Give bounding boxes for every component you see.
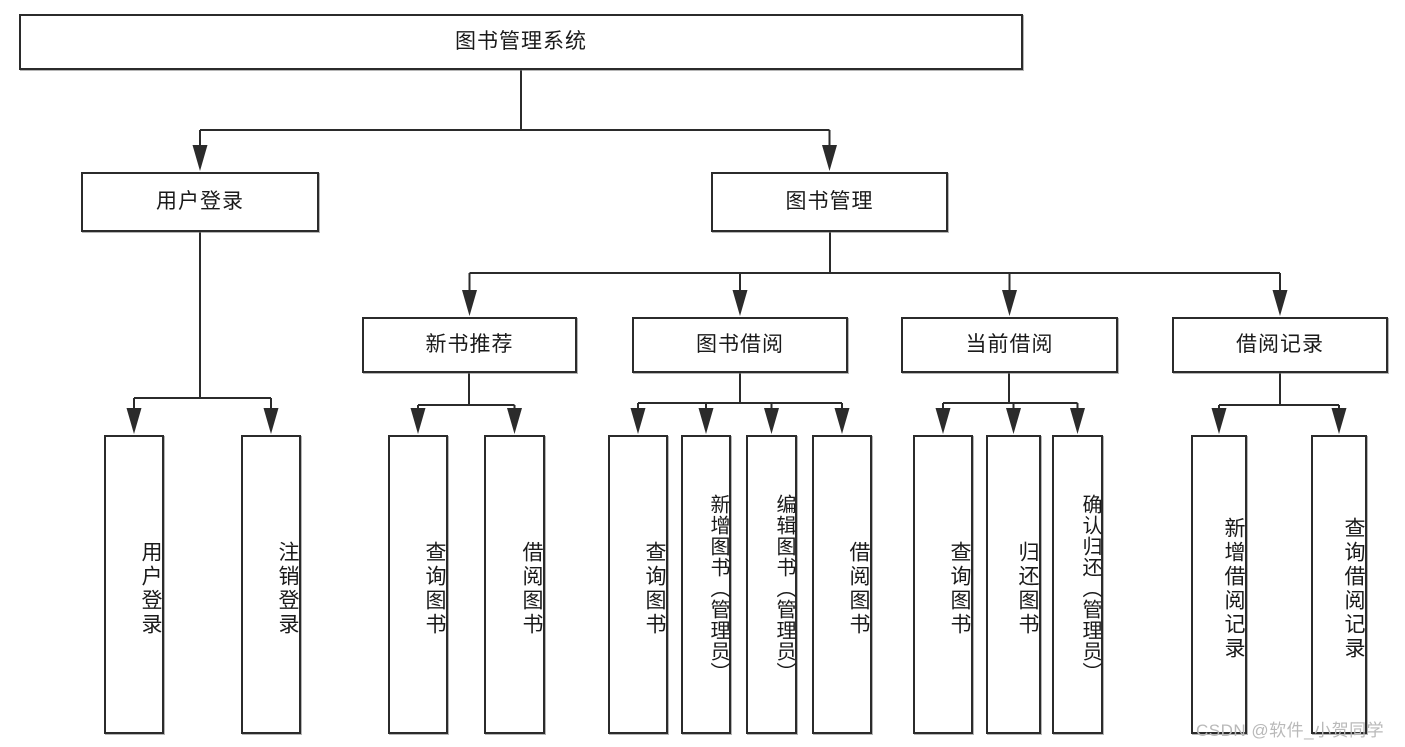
c-borrow-split-arrowhead-leaf-borrow-book-2 bbox=[834, 408, 850, 434]
node-label: 编辑图书（管理员） bbox=[773, 494, 795, 683]
node-leaf-borrow-book-1[interactable]: 借阅图书 bbox=[484, 435, 545, 734]
c-login-split-arrowhead-leaf-user-login bbox=[126, 408, 142, 434]
node-label: 查询图书 bbox=[423, 540, 446, 637]
node-label: 查询图书 bbox=[643, 540, 666, 637]
node-label: 借阅图书 bbox=[520, 540, 543, 637]
node-label: 归还图书 bbox=[1016, 540, 1039, 637]
node-label: 借阅图书 bbox=[847, 540, 870, 637]
node-leaf-add-book[interactable]: 新增图书（管理员） bbox=[681, 435, 731, 734]
c-rec-split-arrowhead-leaf-borrow-book-1 bbox=[507, 408, 522, 434]
node-label: 图书管理 bbox=[785, 190, 874, 214]
c-borrow-split-arrowhead-leaf-add-book bbox=[698, 408, 714, 434]
node-leaf-edit-book[interactable]: 编辑图书（管理员） bbox=[746, 435, 797, 734]
node-label: 新增借阅记录 bbox=[1222, 516, 1245, 661]
node-leaf-query-record[interactable]: 查询借阅记录 bbox=[1311, 435, 1367, 734]
c-manage-split-arrowhead-borrow-record bbox=[1272, 290, 1288, 316]
node-label: 确认归还（管理员） bbox=[1079, 494, 1101, 683]
c-record-split-arrowhead-leaf-query-record bbox=[1331, 408, 1347, 434]
node-borrow-record[interactable]: 借阅记录 bbox=[1172, 317, 1388, 373]
node-root[interactable]: 图书管理系统 bbox=[19, 14, 1023, 70]
node-book-manage[interactable]: 图书管理 bbox=[711, 172, 948, 232]
node-label: 用户登录 bbox=[139, 540, 162, 637]
node-label: 注销登录 bbox=[276, 540, 299, 637]
c-current-split-arrowhead-leaf-query-book-3 bbox=[935, 408, 951, 434]
node-book-borrow[interactable]: 图书借阅 bbox=[632, 317, 848, 373]
node-new-book-rec[interactable]: 新书推荐 bbox=[362, 317, 577, 373]
node-leaf-return-book[interactable]: 归还图书 bbox=[986, 435, 1041, 734]
node-label: 借阅记录 bbox=[1236, 333, 1324, 357]
node-leaf-query-book-3[interactable]: 查询图书 bbox=[913, 435, 973, 734]
node-leaf-logout[interactable]: 注销登录 bbox=[241, 435, 301, 734]
c-current-split-arrowhead-leaf-return-book bbox=[1006, 408, 1021, 434]
node-label: 查询图书 bbox=[948, 540, 971, 637]
node-label: 查询借阅记录 bbox=[1342, 516, 1365, 661]
c-manage-split-arrowhead-new-book-rec bbox=[462, 290, 477, 316]
c-root-split-arrowhead-book-manage bbox=[822, 145, 837, 171]
c-manage-split-arrowhead-book-borrow bbox=[732, 290, 748, 316]
node-leaf-confirm-return[interactable]: 确认归还（管理员） bbox=[1052, 435, 1103, 734]
node-current-borrow[interactable]: 当前借阅 bbox=[901, 317, 1118, 373]
c-rec-split-arrowhead-leaf-query-book-1 bbox=[410, 408, 426, 434]
c-borrow-split-arrowhead-leaf-edit-book bbox=[764, 408, 779, 434]
node-leaf-query-book-2[interactable]: 查询图书 bbox=[608, 435, 668, 734]
node-label: 图书借阅 bbox=[696, 333, 784, 357]
node-label: 图书管理系统 bbox=[455, 30, 587, 54]
node-user-login[interactable]: 用户登录 bbox=[81, 172, 319, 232]
c-record-split-arrowhead-leaf-add-record bbox=[1211, 408, 1227, 434]
node-leaf-add-record[interactable]: 新增借阅记录 bbox=[1191, 435, 1247, 734]
node-label: 当前借阅 bbox=[965, 333, 1054, 357]
c-current-split-arrowhead-leaf-confirm-return bbox=[1070, 408, 1085, 434]
c-login-split-arrowhead-leaf-logout bbox=[263, 408, 279, 434]
node-leaf-borrow-book-2[interactable]: 借阅图书 bbox=[812, 435, 872, 734]
node-label: 新书推荐 bbox=[425, 333, 514, 357]
node-label: 新增图书（管理员） bbox=[707, 494, 729, 683]
c-borrow-split-arrowhead-leaf-query-book-2 bbox=[630, 408, 646, 434]
node-label: 用户登录 bbox=[156, 190, 244, 214]
node-leaf-query-book-1[interactable]: 查询图书 bbox=[388, 435, 448, 734]
csdn-watermark: CSDN @软件_小贺同学 bbox=[1196, 721, 1385, 740]
c-manage-split-arrowhead-current-borrow bbox=[1002, 290, 1017, 316]
c-root-split-arrowhead-user-login bbox=[192, 145, 208, 171]
node-leaf-user-login[interactable]: 用户登录 bbox=[104, 435, 164, 734]
